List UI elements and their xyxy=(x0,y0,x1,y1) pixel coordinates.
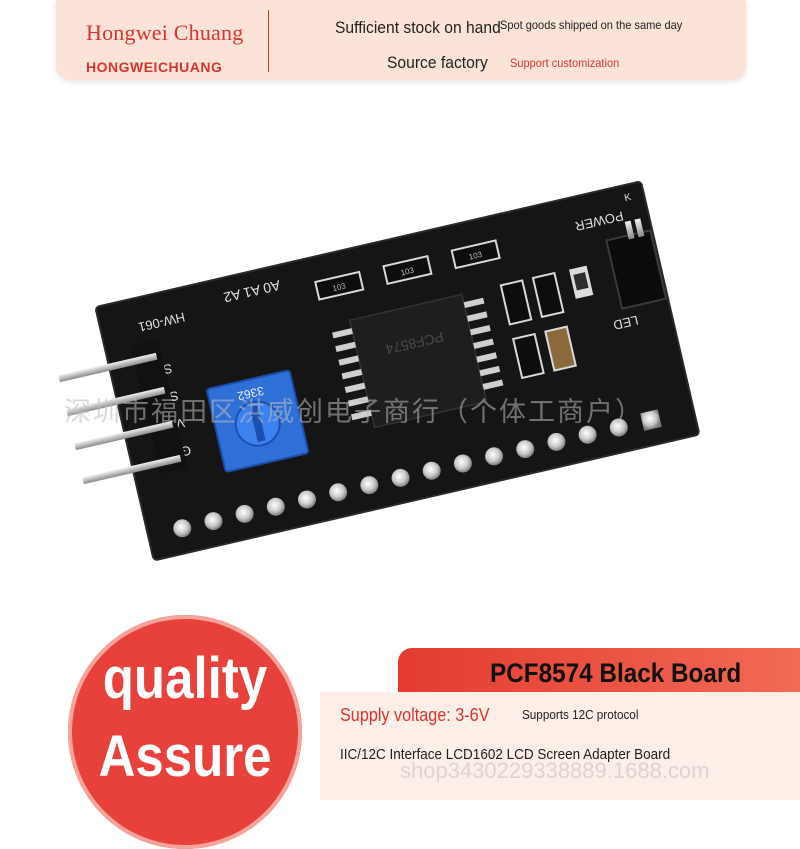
pcb-board: PCF8574 3362 103 103 103 xyxy=(95,181,700,561)
product-title: PCF8574 Black Board xyxy=(490,658,742,688)
pot-label: 3362 xyxy=(236,384,265,404)
top-banner: Hongwei Chuang HONGWEICHUANG Sufficient … xyxy=(0,0,800,80)
feature-customization: Support customization xyxy=(510,56,620,70)
resistor-label: 103 xyxy=(468,250,484,262)
header-pad-row xyxy=(173,409,662,538)
resistor-group-right xyxy=(499,265,594,380)
brand-divider xyxy=(268,10,269,72)
feature-factory: Source factory xyxy=(387,53,488,72)
assure-word: Assure xyxy=(98,724,272,789)
shop-watermark: 深圳市福田区洪威创电子商行（个体工商户） xyxy=(64,397,644,428)
resistor-group-top: 103 103 103 xyxy=(314,239,501,301)
resistor-label: 103 xyxy=(400,266,416,278)
feature-shipping: Spot goods shipped on the same day xyxy=(500,18,683,32)
quality-word: quality xyxy=(102,646,268,711)
protocol-support: Supports 12C protocol xyxy=(522,707,639,722)
led-label: LED xyxy=(612,313,640,333)
brand-subtitle: HONGWEICHUANG xyxy=(86,59,223,75)
feature-stock: Sufficient stock on hand xyxy=(335,18,501,37)
product-board-image: PCF8574 3362 103 103 103 xyxy=(58,181,700,561)
brand-name: Hongwei Chuang xyxy=(86,20,244,45)
pcf8574-chip: PCF8574 xyxy=(332,293,504,429)
k-label: K xyxy=(623,192,632,204)
resistor-label: 103 xyxy=(332,281,348,293)
title-ribbon xyxy=(398,648,800,692)
info-card xyxy=(320,692,800,800)
quality-badge: quality Assure xyxy=(68,615,302,849)
shop-url: shop3430229338889.1688.com xyxy=(400,758,710,783)
product-description: IIC/12C Interface LCD1602 LCD Screen Ada… xyxy=(340,746,671,763)
brand-card xyxy=(56,0,746,80)
potentiometer: 3362 xyxy=(206,369,309,473)
supply-voltage: Supply voltage: 3-6V xyxy=(340,705,490,725)
jumper-block xyxy=(605,218,668,310)
left-header-pins xyxy=(58,338,188,485)
